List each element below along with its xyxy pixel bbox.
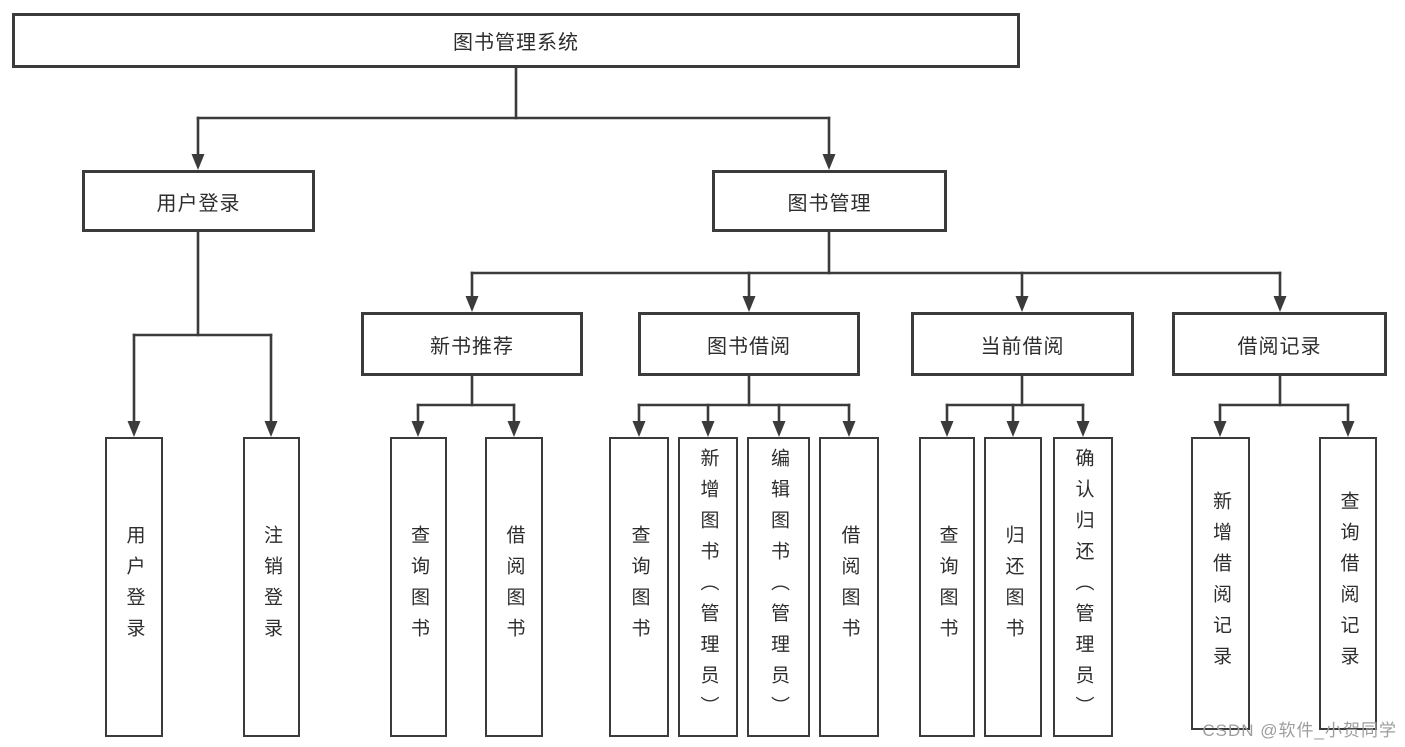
node-new-book-rec-label: 新书推荐 [430, 335, 514, 358]
node-user-login-label: 用户登录 [156, 192, 241, 215]
node-leaf-user-login: 用户登录 [105, 437, 163, 737]
node-leaf-borrow-book-borrow: 借阅图书 [819, 437, 879, 737]
node-current-borrow-label: 当前借阅 [980, 335, 1065, 358]
node-user-login: 用户登录 [82, 170, 315, 232]
node-current-borrow: 当前借阅 [911, 312, 1134, 376]
node-book-mgmt: 图书管理 [712, 170, 947, 232]
node-borrow-records: 借阅记录 [1172, 312, 1387, 376]
node-leaf-logout-label: 注销登录 [261, 525, 282, 649]
node-root-label: 图书管理系统 [453, 32, 579, 54]
node-leaf-add-book-admin-label: 新增图书（管理员） [697, 447, 719, 727]
node-leaf-return-book: 归还图书 [984, 437, 1042, 737]
node-leaf-add-borrow-record-label: 新增借阅记录 [1210, 490, 1231, 677]
node-book-mgmt-label: 图书管理 [787, 192, 872, 215]
node-new-book-rec: 新书推荐 [361, 312, 583, 376]
watermark-text: CSDN @软件_小贺同学 [1202, 721, 1397, 740]
node-borrow-records-label: 借阅记录 [1237, 335, 1322, 358]
node-leaf-confirm-return-admin-label: 确认归还（管理员） [1072, 447, 1094, 727]
node-leaf-borrow-book-rec: 借阅图书 [485, 437, 543, 737]
node-leaf-borrow-book-borrow-label: 借阅图书 [838, 525, 860, 649]
node-book-borrow-label: 图书借阅 [707, 335, 791, 358]
node-leaf-query-book-rec-label: 查询图书 [408, 525, 429, 649]
node-leaf-logout: 注销登录 [243, 437, 300, 737]
node-leaf-query-book-rec: 查询图书 [390, 437, 447, 737]
node-book-borrow: 图书借阅 [638, 312, 860, 376]
node-leaf-return-book-label: 归还图书 [1002, 525, 1024, 649]
node-leaf-query-book-current: 查询图书 [919, 437, 975, 737]
node-leaf-confirm-return-admin: 确认归还（管理员） [1053, 437, 1113, 737]
node-root: 图书管理系统 [12, 13, 1020, 68]
node-leaf-query-borrow-record: 查询借阅记录 [1319, 437, 1377, 730]
node-leaf-edit-book-admin: 编辑图书（管理员） [747, 437, 810, 737]
node-leaf-user-login-label: 用户登录 [123, 525, 145, 649]
node-leaf-add-book-admin: 新增图书（管理员） [678, 437, 738, 737]
node-leaf-edit-book-admin-label: 编辑图书（管理员） [768, 447, 789, 727]
node-leaf-borrow-book-rec-label: 借阅图书 [503, 525, 525, 649]
node-leaf-query-book-current-label: 查询图书 [936, 525, 958, 649]
node-leaf-query-borrow-record-label: 查询借阅记录 [1337, 490, 1359, 677]
node-leaf-query-book-borrow: 查询图书 [609, 437, 669, 737]
node-leaf-query-book-borrow-label: 查询图书 [628, 525, 650, 649]
node-leaf-add-borrow-record: 新增借阅记录 [1191, 437, 1250, 730]
